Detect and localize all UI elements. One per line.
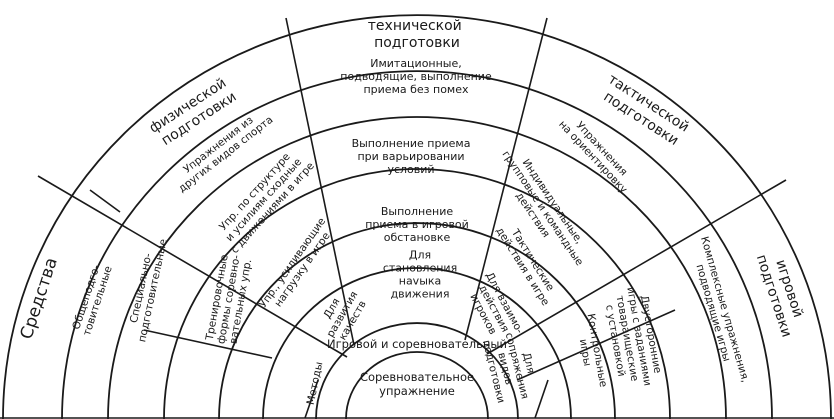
ring-arc-7 [315, 322, 519, 419]
ring-arcs [0, 14, 834, 419]
label-vypolnenie-var-line-2: при варьировании [357, 150, 464, 163]
ring-arc-4 [163, 168, 671, 419]
divider-physical-technical [285, 17, 355, 346]
label-upr-orientirovku: Упражненияна ориентировку [556, 110, 638, 196]
label-upr-usilivayushchie-line-1: Упр., усиливающие [257, 216, 328, 310]
label-sorevnovatelnoe-line-1: Соревновательное [360, 370, 474, 384]
label-imitacionnye-line-2: подводящие, выполнение [340, 70, 492, 83]
divider-left-main [37, 175, 348, 358]
radial-dividers [37, 17, 787, 419]
label-tekhnicheskoy-2: подготовки [374, 35, 460, 51]
label-takticheskoy: тактической подготовки [596, 71, 696, 152]
ring-arc-3 [107, 116, 727, 419]
label-kontrolnye-igry-line-2: игры [577, 338, 594, 367]
ring-arc-2 [61, 70, 773, 419]
label-sorevnovatelnoe-line-2: упражнение [379, 384, 455, 398]
label-vypolnenie-igrovoy-line-3: обстановке [384, 231, 451, 244]
label-vypolnenie-igrovoy-line-1: Выполнение [381, 205, 453, 218]
ring-arc-5 [218, 222, 616, 419]
label-trenirovochnye-formy: Тренировочныеформы соревно-вательных упр… [203, 252, 254, 347]
label-dlya-stanovleniya-line-1: Для [409, 249, 431, 262]
label-vypolnenie-var-line-1: Выполнение приема [352, 137, 471, 150]
label-imitacionnye-line-3: приема без помех [363, 83, 469, 96]
label-tekhnicheskoy-1: технической [368, 18, 462, 34]
label-igrovoy-sorevnovatelny: Игровой и соревновательный [327, 337, 507, 351]
divider-physical-1 [143, 329, 273, 359]
label-kontrolnye-igry: Контрольныеигры [573, 313, 610, 391]
divider-ring-tick-c [534, 379, 549, 419]
label-imitacionnye-line-1: Имитационные, [370, 57, 462, 70]
label-dlya-stanovleniya-line-2: становления [383, 262, 457, 275]
label-vypolnenie-var-line-3: условий [387, 163, 434, 176]
label-tekhnicheskoy: технической подготовки [368, 18, 466, 51]
ring-arc-1 [2, 14, 832, 419]
label-specialno-podgotovitelnye: Специально-подготовительные [124, 235, 169, 343]
label-sredstva: Средства [17, 255, 62, 342]
label-dlya-stanovleniya-line-3: нavыка [399, 275, 442, 288]
divider-igrovoy-1 [516, 309, 676, 381]
label-dlya-stanovleniya-line-4: движения [391, 288, 450, 301]
divider-right-main [486, 179, 787, 355]
label-vypolnenie-igrovoy-line-2: приема в игровой [365, 218, 469, 231]
label-obshchepodgotovitelnye: Общеподго-товительные [70, 261, 115, 338]
label-upr-po-strukture-line-2: и усилиям сходные [223, 156, 304, 244]
label-upr-usilivayushchie: Упр., усиливающиенагрузку в игре [257, 216, 338, 317]
divider-ring-tick-a [89, 189, 121, 213]
label-kompleksnye-upr: Комплексные упражнения,подводящие игры [687, 235, 752, 387]
label-dlya-sopryazheniya-line-1: Для [520, 351, 537, 375]
label-igrovoy: игровой подготовки [753, 247, 811, 339]
ring-arc-6 [262, 267, 572, 419]
divider-technical-tactical [464, 17, 548, 341]
ring-arc-8 [345, 351, 489, 419]
divider-ring-tick-b [304, 379, 319, 419]
